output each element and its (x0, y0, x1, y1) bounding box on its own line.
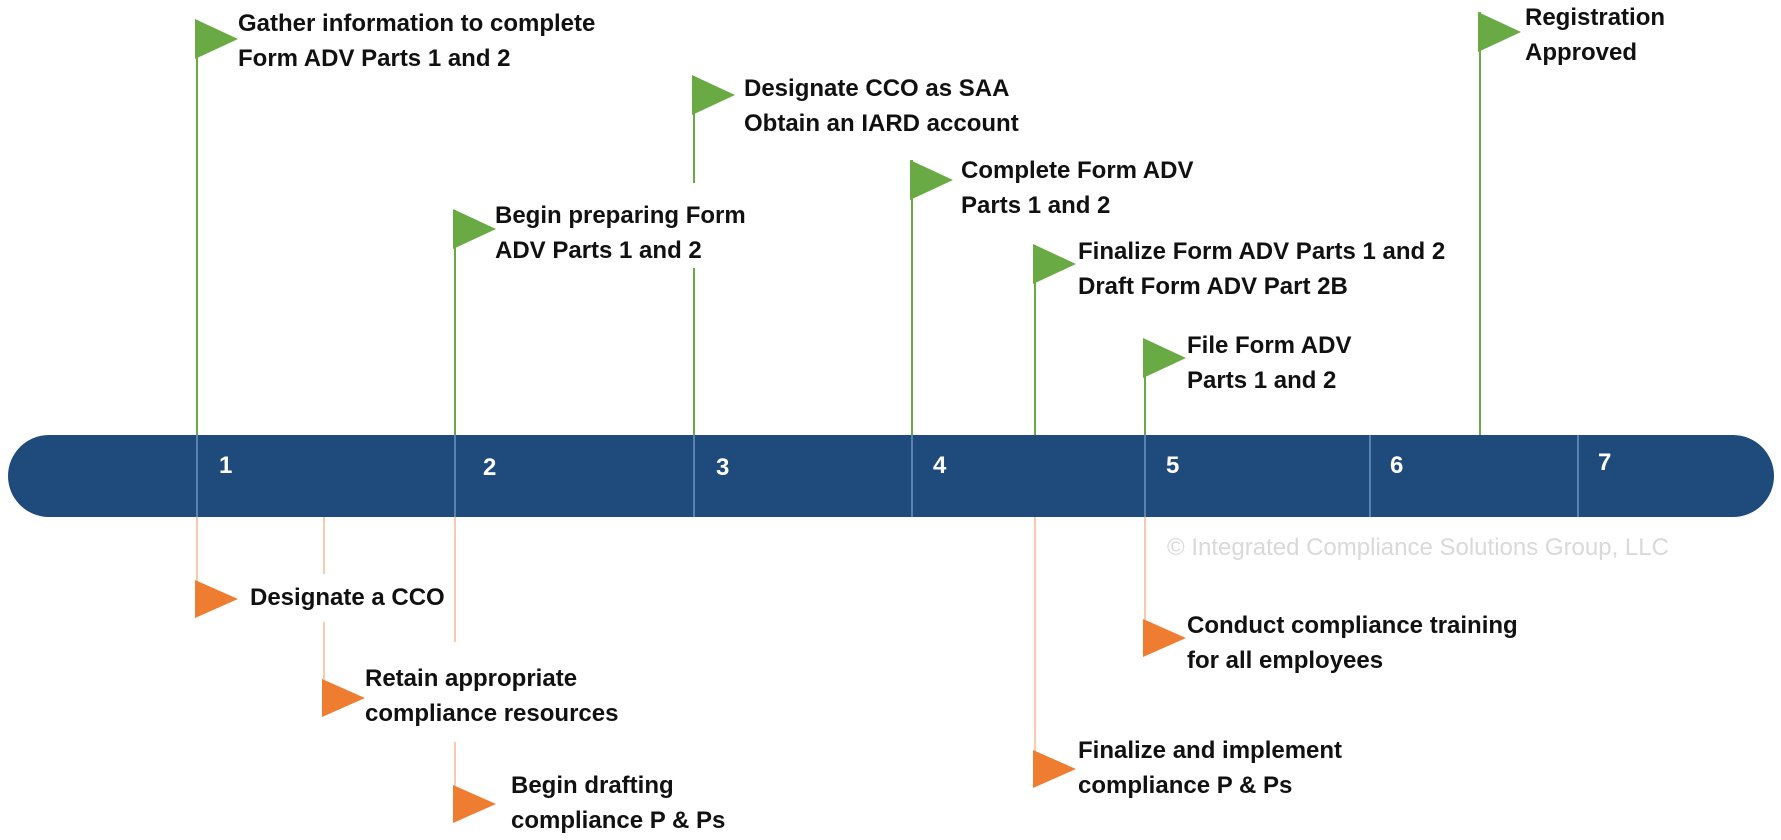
flag-icon (1143, 338, 1186, 378)
milestone-file-form-adv: File Form ADV Parts 1 and 2 (1187, 328, 1351, 398)
milestone-line: Form ADV Parts 1 and 2 (238, 45, 511, 72)
flag-icon (195, 580, 238, 618)
step-number-4: 4 (933, 452, 947, 479)
milestone-line: Registration (1525, 4, 1666, 31)
step-number-7: 7 (1598, 449, 1612, 476)
milestone-line: compliance P & Ps (1078, 772, 1293, 799)
timeline-bar (8, 435, 1774, 517)
milestone-line: File Form ADV (1187, 332, 1352, 359)
step-number-1: 1 (219, 452, 233, 479)
milestone-line: Draft Form ADV Part 2B (1078, 273, 1348, 300)
milestone-line: Conduct compliance training (1187, 612, 1518, 639)
milestone-line: Finalize and implement (1078, 737, 1343, 764)
milestone-line: Parts 1 and 2 (961, 192, 1111, 219)
milestone-finalize-form-adv: Finalize Form ADV Parts 1 and 2 Draft Fo… (1078, 234, 1445, 304)
milestone-line: Retain appropriate (365, 665, 578, 692)
milestone-begin-drafting-pps: Begin drafting compliance P & Ps (511, 768, 725, 838)
milestone-line: Parts 1 and 2 (1187, 367, 1337, 394)
milestone-line: Begin drafting (511, 772, 674, 799)
flag-icon (692, 75, 735, 115)
step-number-5: 5 (1166, 452, 1180, 479)
flag-icon (453, 209, 496, 249)
milestone-designate-a-cco: Designate a CCO (250, 580, 445, 615)
milestone-line: Finalize Form ADV Parts 1 and 2 (1078, 238, 1446, 265)
milestone-line: ADV Parts 1 and 2 (495, 237, 702, 264)
milestone-line: Approved (1525, 39, 1638, 66)
step-number-2: 2 (483, 454, 497, 481)
milestone-line: Designate CCO as SAA (744, 75, 1010, 102)
step-number-6: 6 (1390, 452, 1404, 479)
flag-icon (1033, 750, 1076, 788)
flag-icon (195, 19, 238, 59)
milestone-retain-compliance-resources: Retain appropriate compliance resources (365, 661, 618, 731)
milestone-line: compliance resources (365, 700, 619, 727)
milestone-line: Complete Form ADV (961, 157, 1194, 184)
milestone-line: Obtain an IARD account (744, 110, 1019, 137)
milestone-line: Designate a CCO (250, 584, 445, 611)
milestone-conduct-training: Conduct compliance training for all empl… (1187, 608, 1518, 678)
milestone-complete-form-adv: Complete Form ADV Parts 1 and 2 (961, 153, 1193, 223)
flag-icon (910, 160, 953, 200)
milestone-line: compliance P & Ps (511, 807, 726, 834)
milestone-designate-cco-saa: Designate CCO as SAA Obtain an IARD acco… (744, 71, 1019, 141)
step-number-3: 3 (716, 454, 730, 481)
flag-icon (1478, 12, 1521, 52)
milestone-begin-preparing-form-adv: Begin preparing Form ADV Parts 1 and 2 (495, 198, 746, 268)
flag-icon (453, 785, 496, 823)
milestone-line: Begin preparing Form (495, 202, 746, 229)
milestone-gather-information: Gather information to complete Form ADV … (238, 6, 595, 76)
milestone-line: Gather information to complete (238, 10, 596, 37)
copyright-notice: © Integrated Compliance Solutions Group,… (1167, 534, 1669, 561)
milestone-registration-approved: Registration Approved (1525, 0, 1665, 70)
flag-icon (1033, 244, 1076, 284)
milestone-line: for all employees (1187, 647, 1384, 674)
milestone-finalize-implement-pps: Finalize and implement compliance P & Ps (1078, 733, 1342, 803)
flag-icon (322, 679, 365, 717)
flag-icon (1143, 619, 1186, 657)
